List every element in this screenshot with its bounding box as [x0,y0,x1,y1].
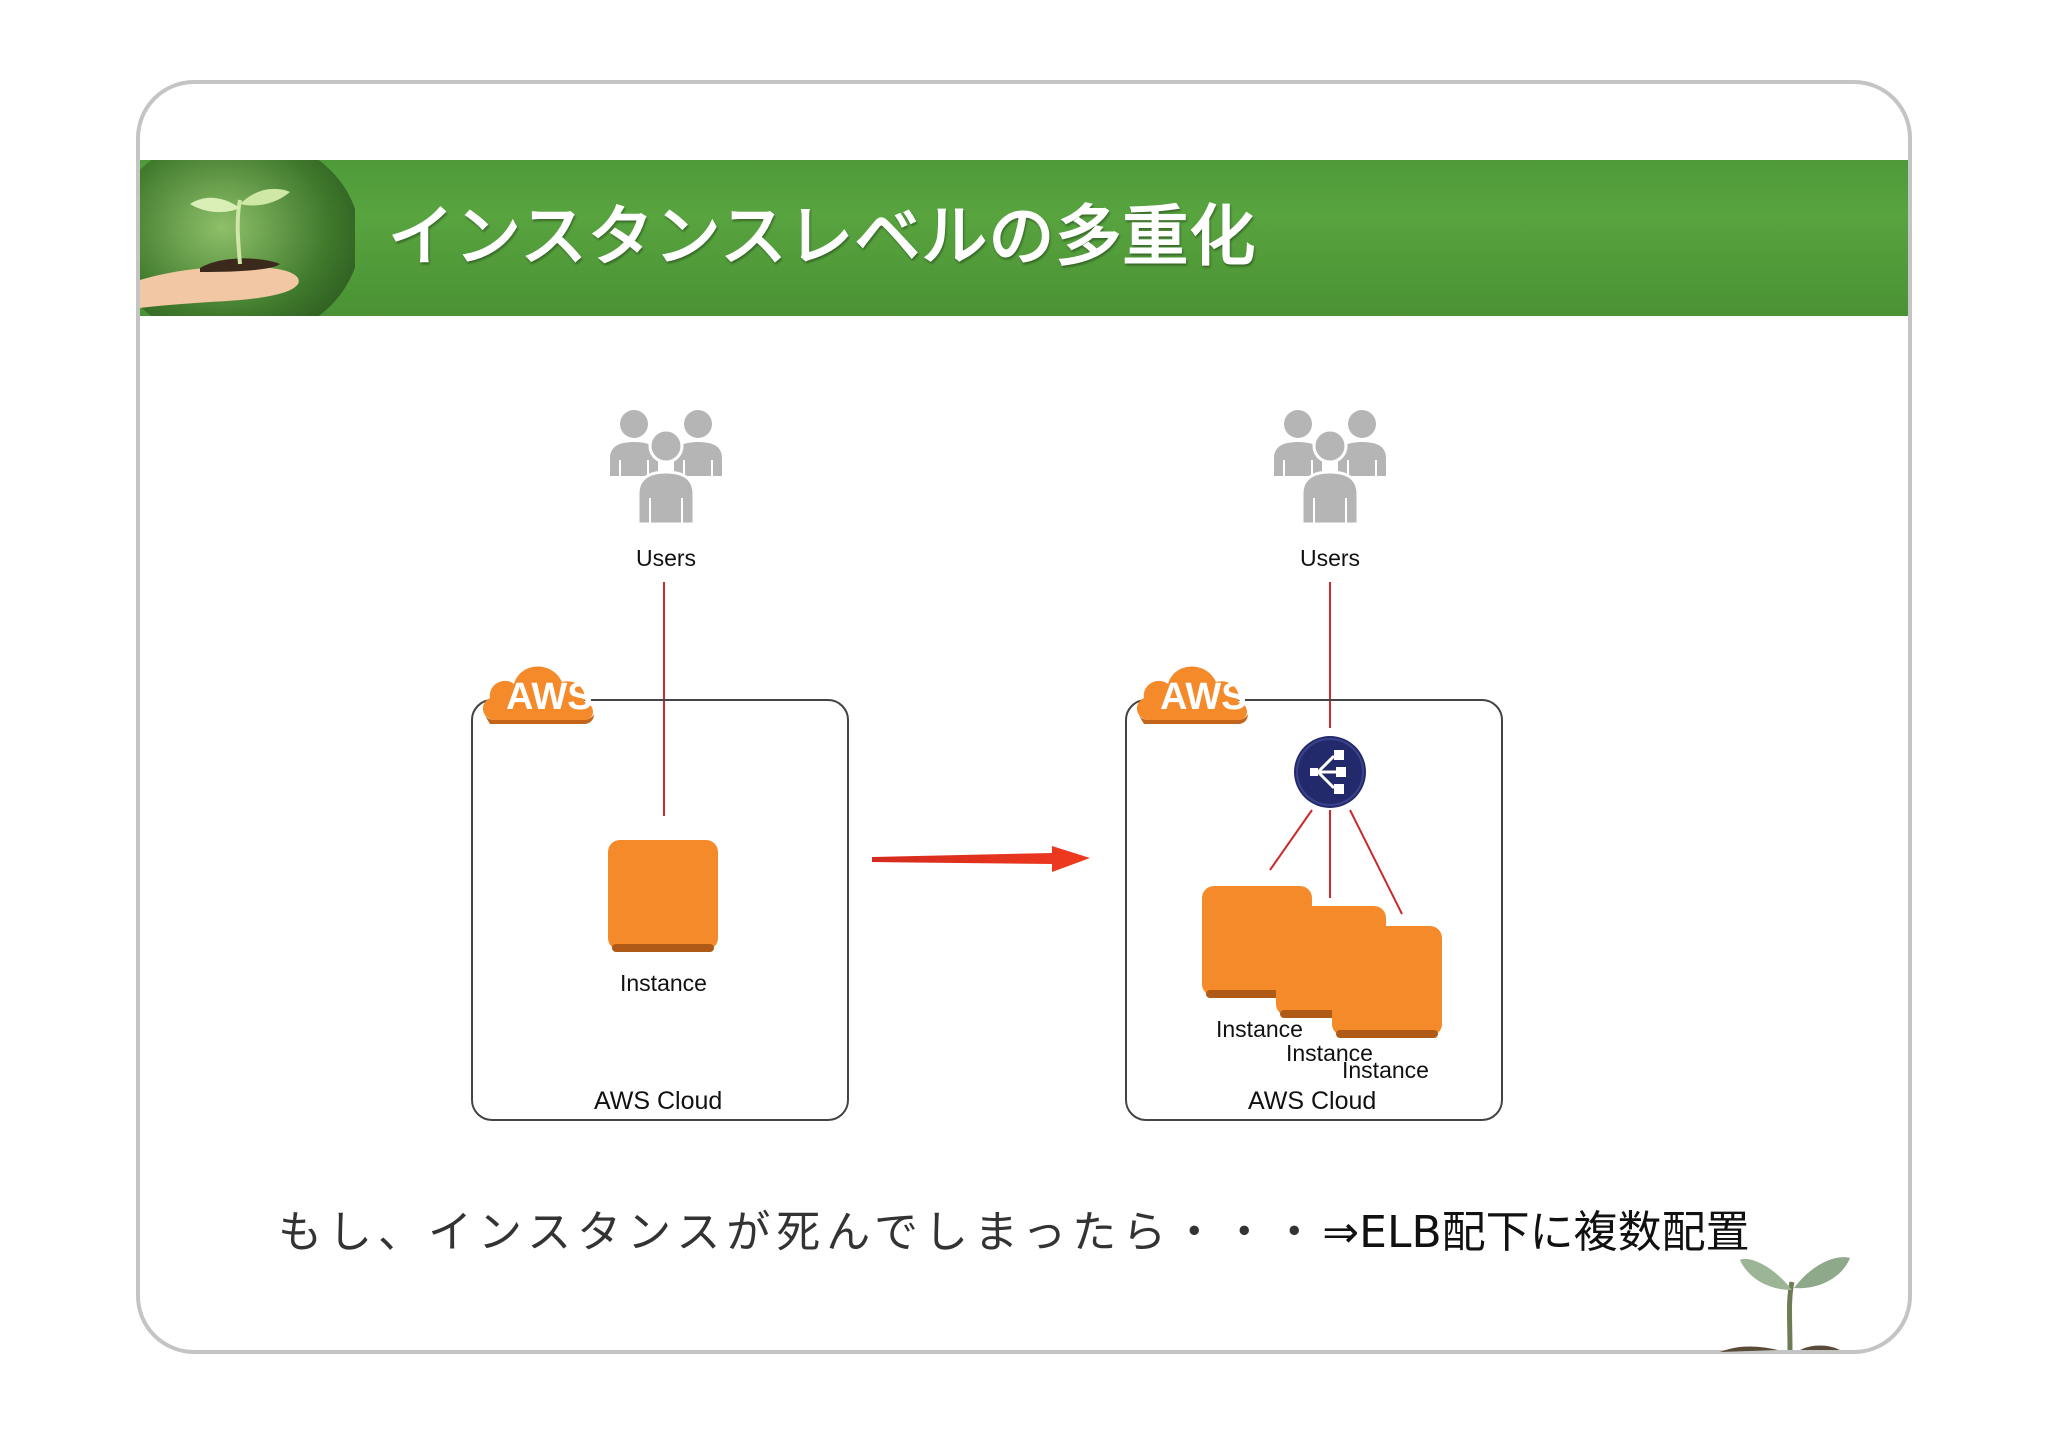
elb-connector-1 [1269,809,1313,871]
hand-sprout-photo [140,160,355,316]
seedling-decoration [1720,1257,1850,1352]
right-cloud-label: AWS Cloud [1248,1087,1377,1115]
left-cloud-label: AWS Cloud [594,1087,723,1115]
right-aws-badge-text: AWS [1160,676,1247,718]
right-instance-label-2: Instance [1286,1040,1373,1066]
caption-answer: ⇒ELB配下に複数配置 [1322,1207,1750,1258]
right-users-icon [1273,409,1387,526]
slide-title: インスタンスレベルの多重化 [388,198,1257,275]
slide-caption: もし、インスタンスが死んでしまったら・・・⇒ELB配下に複数配置 [278,1196,1750,1260]
right-users-label: Users [1300,545,1361,571]
elb-load-balancer-icon [1294,736,1366,808]
left-aws-cloud-box [471,699,849,1121]
left-aws-badge-text: AWS [506,676,593,718]
caption-question: もし、インスタンスが死んでしまったら・・・ [278,1207,1323,1258]
right-aws-cloud-box [1125,699,1503,1121]
transition-arrow [872,846,1090,872]
title-banner: インスタンスレベルの多重化 [140,160,1908,316]
right-instance-label-1: Instance [1216,1016,1303,1042]
left-users-icon [609,409,723,526]
right-instance-icon-3 [1332,926,1442,1038]
left-instance-label: Instance [620,970,707,996]
left-users-label: Users [636,545,697,571]
elb-connector-3 [1349,809,1403,915]
right-instance-label-3: Instance [1342,1057,1429,1083]
left-instance-icon [608,840,718,952]
slide-frame: インスタンスレベルの多重化 [136,80,1912,1354]
